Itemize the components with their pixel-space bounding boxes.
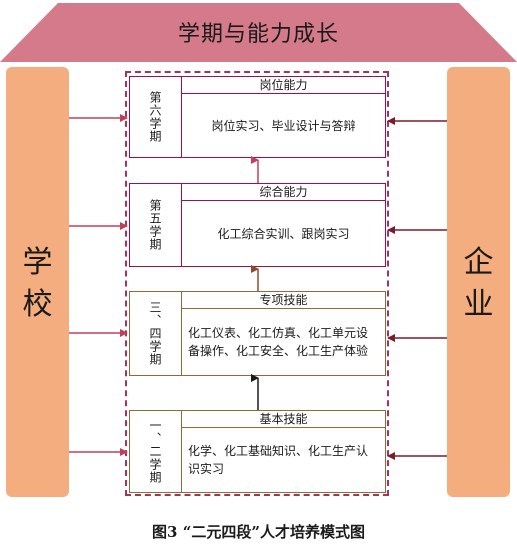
stages-frame [125,71,389,496]
stage-content: 化工综合实训、跟岗实习 [217,226,350,241]
school-label-1: 学 [22,245,53,280]
stage-semester-6: 第六学期 岗位能力 岗位实习、毕业设计与答辩 [129,76,386,158]
stage-content: 岗位实习、毕业设计与答辩 [211,118,356,133]
school-label-2: 校 [22,287,53,322]
school-pillar: 学 校 [6,67,69,497]
stage-content: 化学、化工基础知识、化工生产认识实习 [188,444,369,476]
figure-caption: 图3 “二元四段”人才培养模式图 [152,523,365,541]
ability-title: 岗位能力 [182,77,385,94]
semester-label: 第五学期 [130,184,182,266]
stage-content: 化工仪表、化工仿真、化工单元设备操作、化工安全、化工生产体验 [188,326,369,358]
enterprise-pillar: 企 业 [447,67,510,497]
roof-title: 学期与能力成长 [177,22,339,47]
ability-title: 综合能力 [182,184,385,201]
semester-label: 一、二学期 [130,411,182,492]
stage-semester-3-4: 三、四学期 专项技能 化工仪表、化工仿真、化工单元设备操作、化工安全、化工生产体… [129,291,386,376]
roof [0,3,517,62]
enterprise-label-1: 企 [463,245,494,280]
ability-title: 专项技能 [182,292,385,309]
stage-semester-1-2: 一、二学期 基本技能 化学、化工基础知识、化工生产认识实习 [129,410,386,493]
ability-title: 基本技能 [182,411,385,428]
semester-label: 三、四学期 [130,292,182,375]
semester-label: 第六学期 [130,77,182,157]
enterprise-label-2: 业 [463,287,494,322]
